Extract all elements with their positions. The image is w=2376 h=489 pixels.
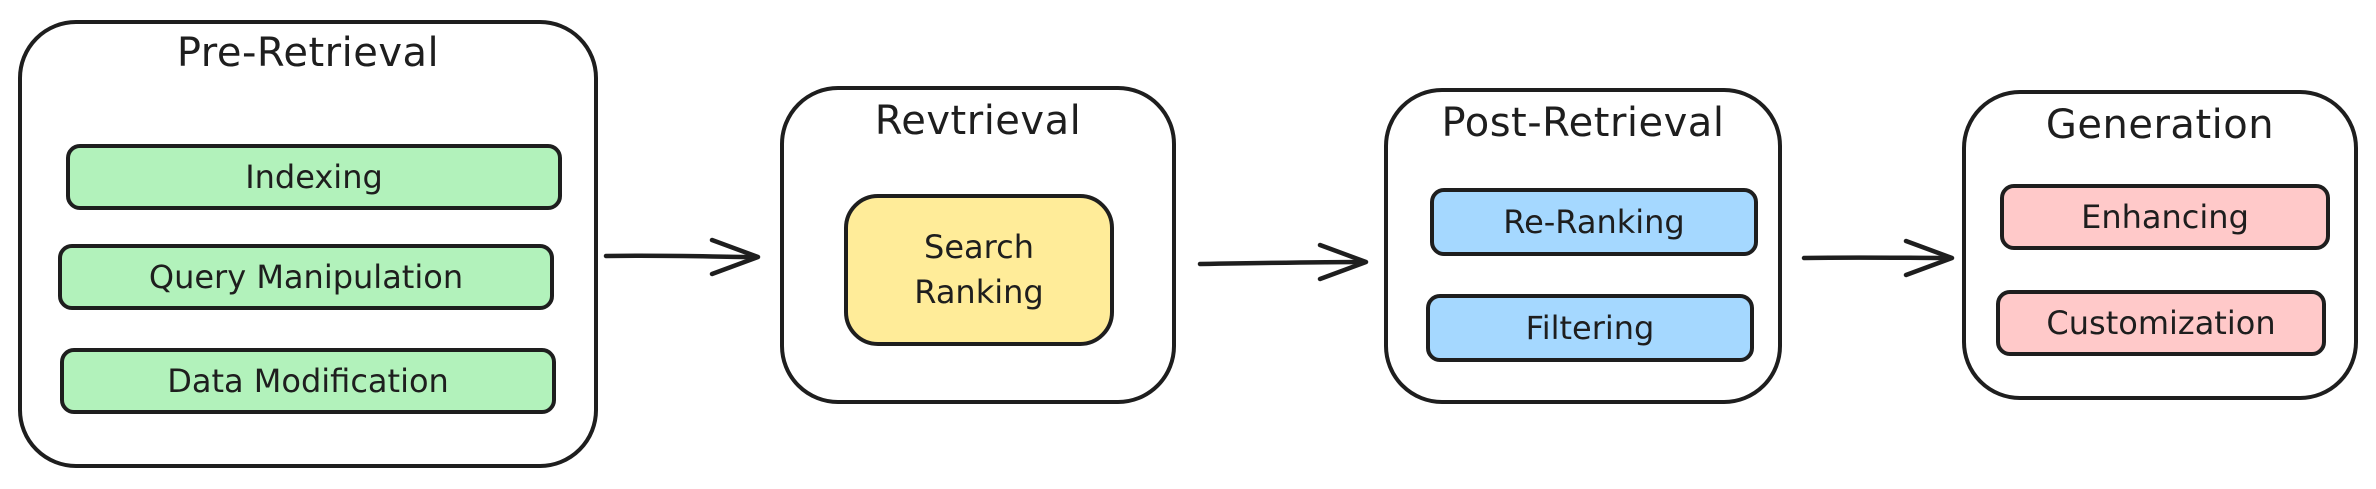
step-data-modification: Data Modification [60,348,556,414]
step-filtering: Filtering [1426,294,1754,362]
group-post-retrieval: Post-Retrieval Re-Ranking Filtering [1384,88,1782,404]
group-retrieval: Revtrieval Search Ranking [780,86,1176,404]
group-generation: Generation Enhancing Customization [1962,90,2358,400]
step-search-ranking: Search Ranking [844,194,1114,346]
arrow-post-to-generation [1801,238,1955,278]
step-indexing: Indexing [66,144,562,210]
step-query-manipulation: Query Manipulation [58,244,554,310]
arrow-pre-to-retrieval [603,237,761,277]
group-title: Generation [2045,102,2275,148]
step-re-ranking: Re-Ranking [1430,188,1758,256]
step-customization: Customization [1996,290,2326,356]
step-search-ranking-label: Search Ranking [914,228,1044,311]
group-pre-retrieval: Pre-Retrieval Indexing Query Manipulatio… [18,20,598,468]
arrow-retrieval-to-post [1197,242,1369,282]
step-enhancing: Enhancing [2000,184,2330,250]
group-title: Post-Retrieval [1441,100,1725,146]
group-title: Pre-Retrieval [176,30,440,76]
group-title: Revtrieval [874,98,1082,144]
